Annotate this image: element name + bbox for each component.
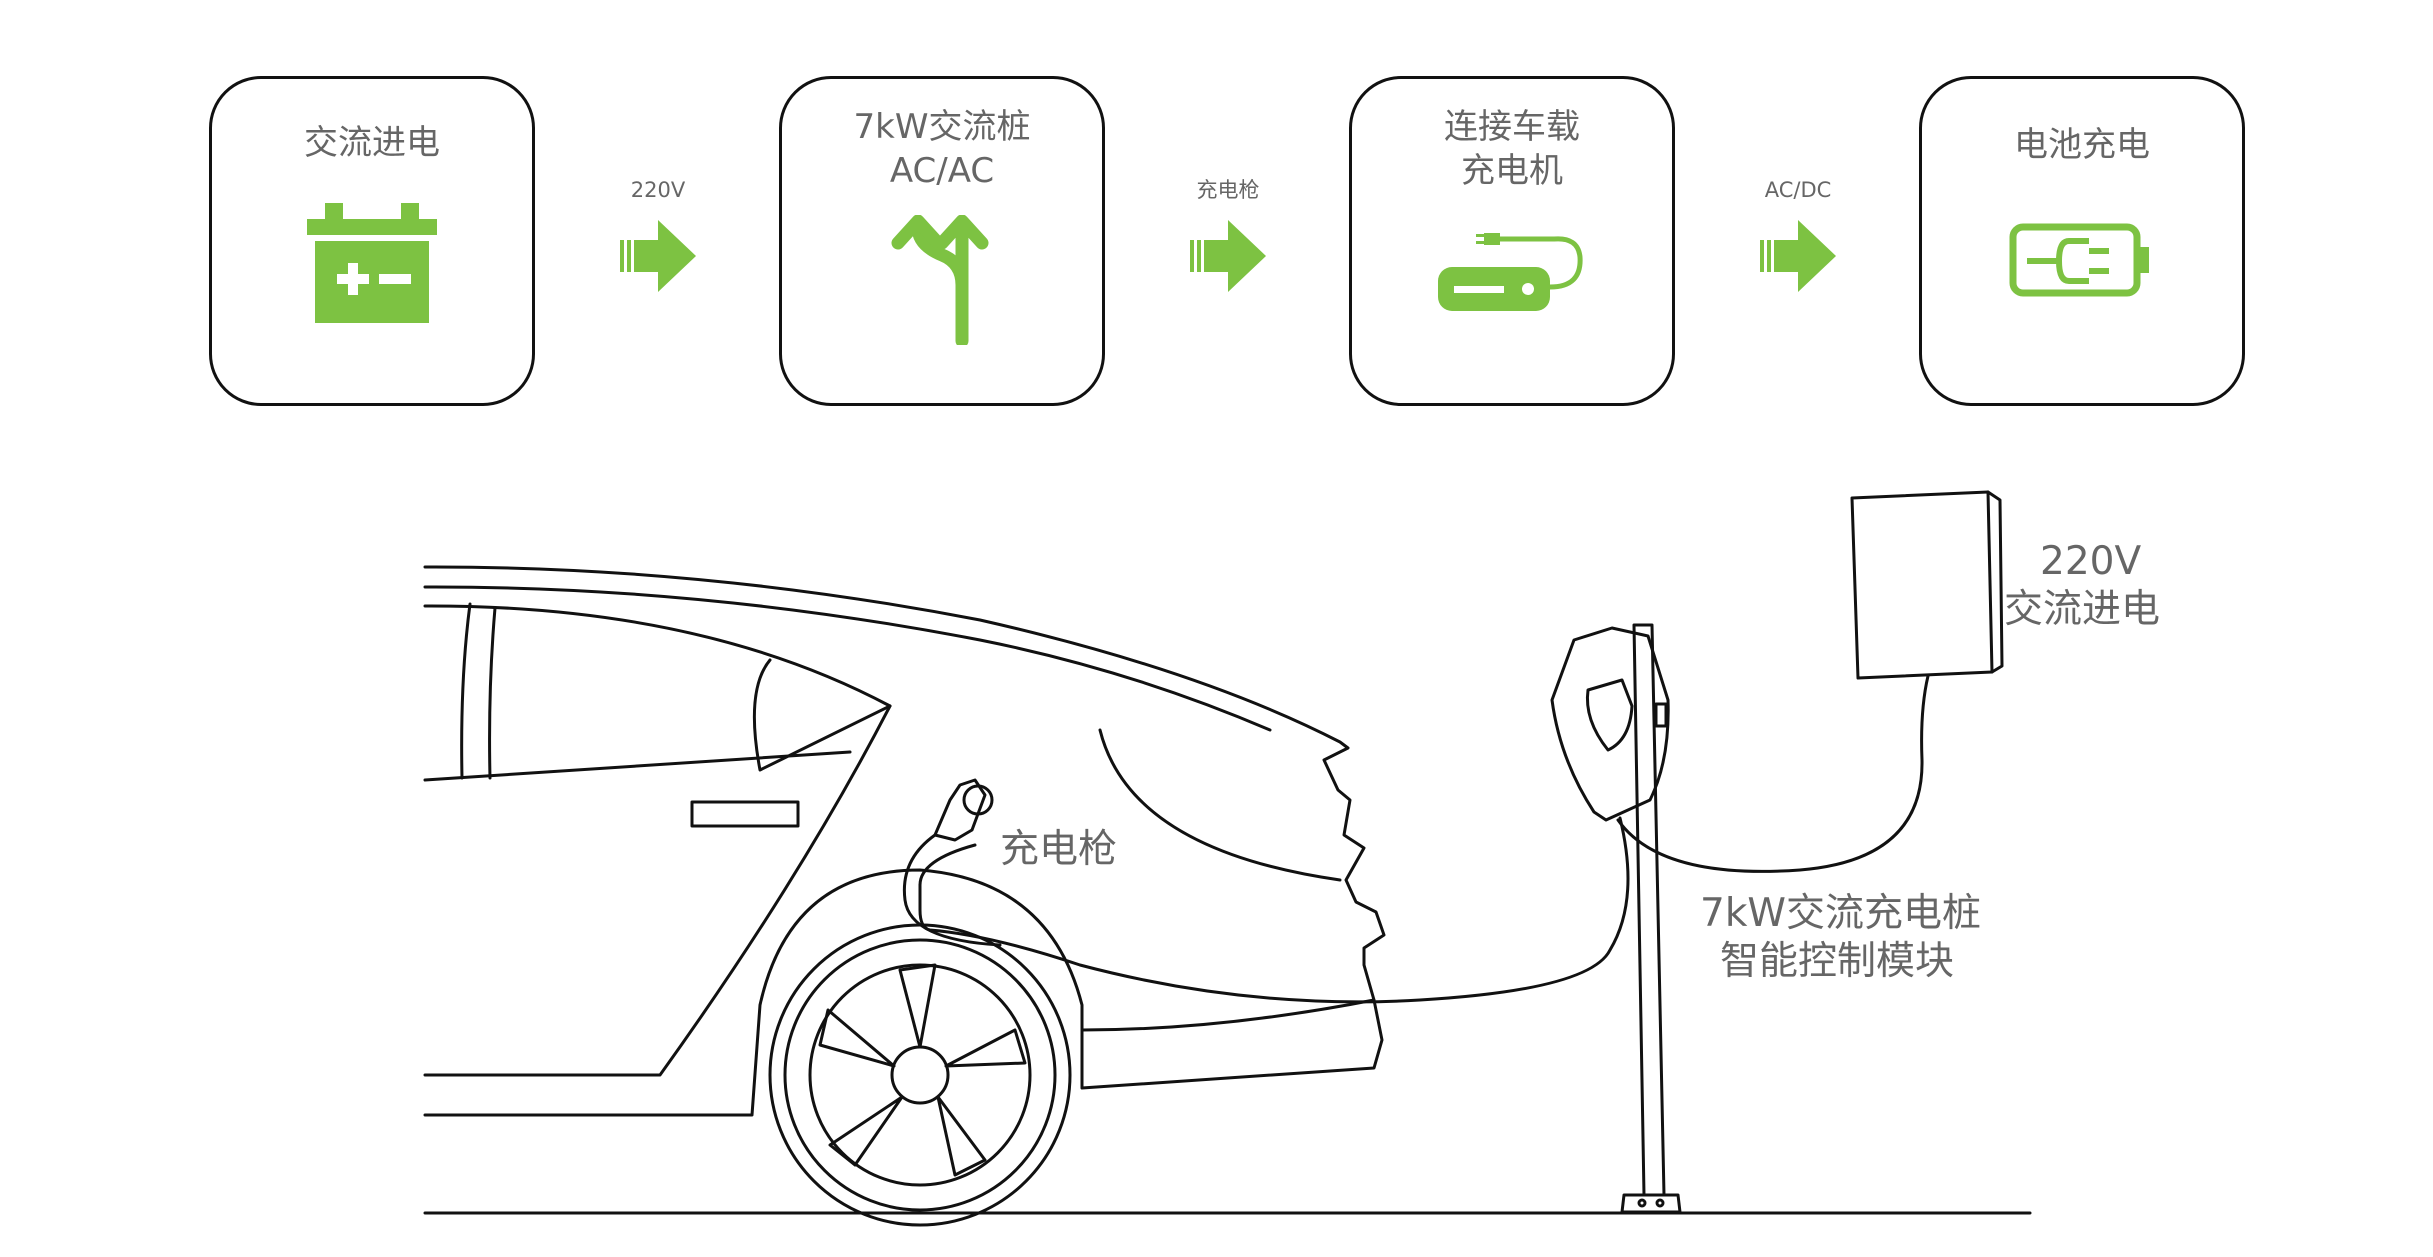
charger-head-screen [1585,678,1634,752]
charger-head [1550,626,1670,822]
car-lower-line [1080,998,1376,1032]
car-wheel-outer [768,923,1072,1227]
power-box [1850,490,1994,680]
car-door-line [423,704,892,1077]
power-cable [1616,674,1930,873]
flow-arrow-label: 220V [630,178,686,202]
charging-gun-label: 充电枪 [1000,827,1118,872]
charger-base [1620,1193,1682,1214]
car-wheel-spokes [818,963,1027,1177]
power-box-label-line-2: 交流进电 [2004,587,2161,632]
car-window-top [423,604,892,708]
flow-step-title: 连接车载 [1444,107,1580,147]
flow-step-ac-input: 交流进电 [209,76,535,406]
flow-step-ac-charger: 7kW交流桩 AC/AC [779,76,1105,406]
flow-step-subtitle: 充电机 [1461,151,1563,191]
right-arrow-icon [1168,220,1288,292]
charging-cable-loop [902,833,1002,947]
flow-arrow-label: 充电枪 [1196,178,1260,202]
flow-arrow-220v: 220V [598,160,718,292]
charging-cable-slack [918,843,977,887]
charger-connector [1654,702,1668,728]
power-box-label-line-1: 220V [2040,539,2142,584]
flow-step-battery-charging: 电池充电 [1919,76,2245,406]
flow-step-title: 电池充电 [2014,125,2150,165]
car-window-rear [752,658,892,772]
car-window-pillar-2 [488,606,497,780]
right-arrow-icon [598,220,718,292]
car-window-line [423,750,852,782]
flow-arrow-acdc: AC/DC [1738,160,1858,292]
right-arrow-icon [1738,220,1858,292]
power-box-side [1986,490,2004,674]
charging-gun-head [962,784,994,816]
battery-icon [212,201,532,331]
flow-step-title: 交流进电 [304,123,440,163]
charger-label-line-2: 智能控制模块 [1720,939,1955,984]
flow-step-title: 7kW交流桩 [853,107,1031,147]
charger-label-line-1: 7kW交流充电桩 [1700,891,1981,936]
flow-arrow-charging-gun: 充电枪 [1168,160,1288,292]
charging-gun [933,778,987,842]
car-wheel-hub [890,1045,950,1105]
battery-charging-icon [1922,221,2242,301]
car-roofline [423,585,1272,732]
car-wheel-tire [783,938,1057,1212]
flow-step-onboard-charger: 连接车载 充电机 [1349,76,1675,406]
flow-arrow-label: AC/DC [1764,178,1832,202]
onboard-charger-icon [1352,227,1672,317]
car-rear-panel [1098,728,1342,882]
flow-step-subtitle: AC/AC [889,151,995,191]
charger-post [1632,623,1666,1197]
car-door-handle [690,800,800,828]
car-wheel-rim [808,963,1032,1187]
car-body [423,565,1386,1117]
charging-cable [918,816,1630,1004]
split-arrows-icon [782,215,1102,345]
car-window-pillar [460,602,472,780]
